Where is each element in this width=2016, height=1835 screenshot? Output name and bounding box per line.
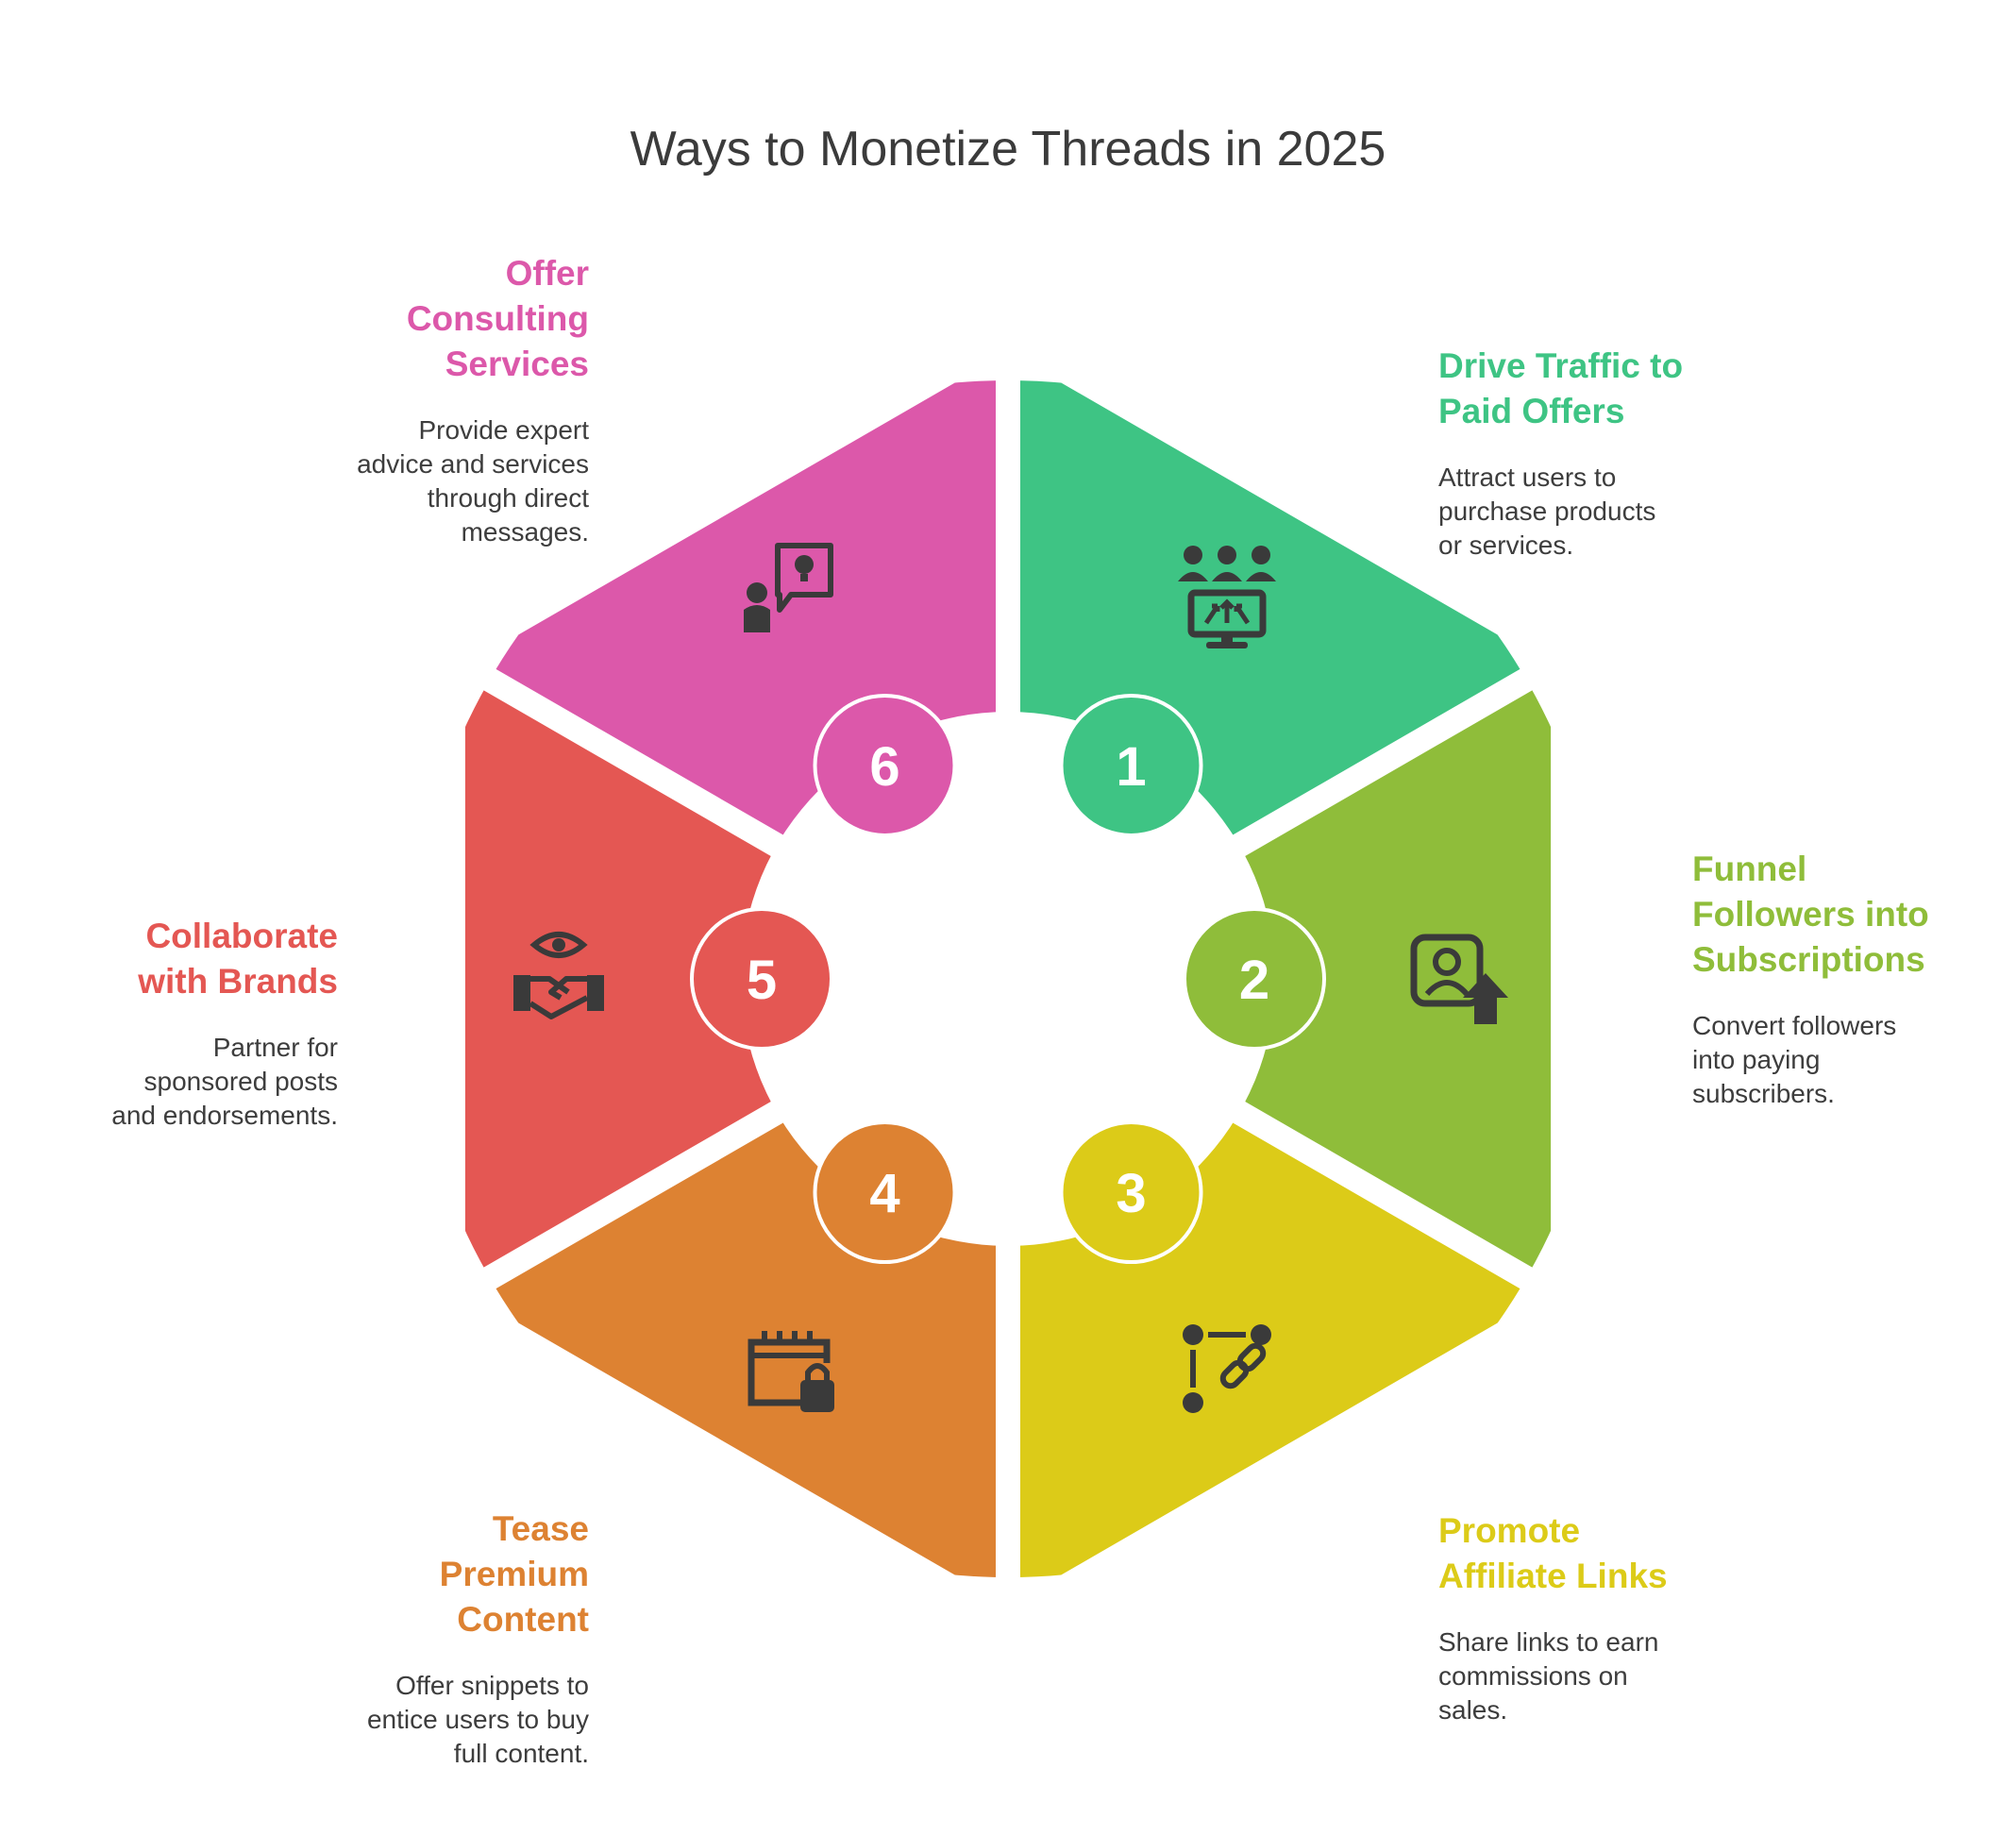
wheel-badges: 1 2 3 4 5 6 [690, 693, 1326, 1265]
step-5-badge: 5 [690, 907, 833, 1051]
step-6-title: Offer Consulting Services [406, 254, 589, 383]
step-2-title: Funnel Followers into Subscriptions [1692, 850, 1929, 979]
step-1-text: Drive Traffic to Paid Offers Attract use… [1438, 344, 1712, 563]
step-4-number: 4 [869, 1163, 899, 1224]
step-1-description: Attract users to purchase products or se… [1438, 463, 1656, 560]
wheel-icons [513, 543, 1508, 1413]
page-title: Ways to Monetize Threads in 2025 [630, 122, 1386, 177]
step-4-text: Tease Premium Content Offer snippets to … [315, 1507, 589, 1771]
step-1-badge: 1 [1059, 693, 1203, 837]
step-5-text: Collaborate with Brands Partner for spon… [64, 914, 338, 1133]
step-3-title: Promote Affiliate Links [1438, 1511, 1668, 1595]
profile-upgrade-icon [1410, 934, 1508, 1024]
step-6-description: Provide expert advice and services throu… [357, 415, 589, 547]
step-4-description: Offer snippets to entice users to buy fu… [366, 1671, 589, 1768]
step-6-text: Offer Consulting Services Provide expert… [315, 251, 589, 549]
step-2-badge: 2 [1183, 907, 1326, 1051]
step-4-badge: 4 [813, 1120, 957, 1265]
calendar-lock-icon [748, 1331, 834, 1412]
step-4-title: Tease Premium Content [439, 1509, 589, 1639]
step-2-description: Convert followers into paying subscriber… [1692, 1011, 1897, 1108]
step-3-text: Promote Affiliate Links Share links to e… [1438, 1508, 1712, 1727]
wheel-segments [464, 380, 1552, 1577]
step-1-number: 1 [1116, 736, 1146, 798]
audience-to-monitor-icon [1178, 546, 1276, 648]
step-1-title: Drive Traffic to Paid Offers [1438, 346, 1684, 430]
step-6-number: 6 [869, 736, 899, 798]
handshake-eye-icon [513, 932, 604, 1019]
chain-link-icon [1183, 1324, 1271, 1413]
step-5-title: Collaborate with Brands [138, 917, 338, 1001]
step-5-number: 5 [747, 950, 777, 1011]
wheel-center [741, 712, 1275, 1246]
step-3-description: Share links to earn commissions on sales… [1438, 1627, 1659, 1725]
step-6-badge: 6 [813, 693, 957, 837]
step-3-number: 3 [1116, 1163, 1146, 1224]
step-2-number: 2 [1239, 950, 1269, 1011]
step-5-description: Partner for sponsored posts and endorsem… [111, 1033, 338, 1130]
step-3-badge: 3 [1059, 1120, 1203, 1265]
consultant-idea-icon [744, 543, 833, 632]
step-2-text: Funnel Followers into Subscriptions Conv… [1692, 847, 1966, 1111]
